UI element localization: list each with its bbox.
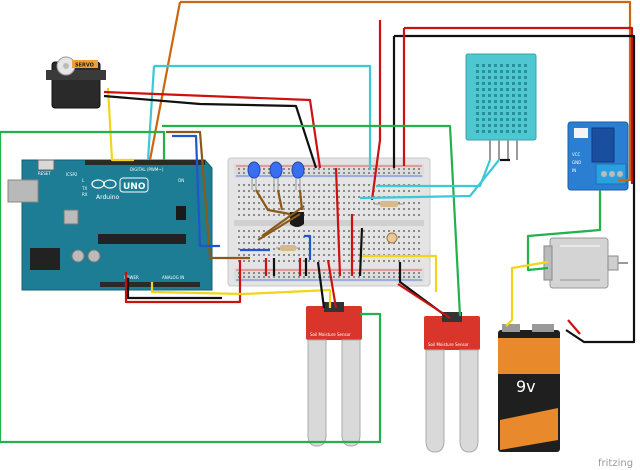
battery-label: 9v	[516, 377, 536, 396]
soil-sensor-2: Soil Moisture Sensor	[424, 312, 480, 453]
relay-module: VCC GND IN	[567, 121, 629, 191]
dc-motor	[543, 237, 628, 289]
soil-sensor-1-label: Soil Moisture Sensor	[310, 332, 351, 337]
icsp-label: ICSP2	[66, 172, 78, 177]
led-1	[247, 161, 261, 190]
arduino-uno: RESET ICSP2 DIGITAL (PWM~) L TX RX Ardui…	[7, 159, 213, 291]
reset-label: RESET	[38, 171, 51, 176]
transistor	[290, 212, 304, 227]
wires	[0, 0, 636, 444]
fritzing-watermark: fritzing	[598, 458, 633, 469]
rx-label: RX	[82, 192, 88, 197]
digital-label: DIGITAL (PWM~)	[130, 167, 164, 172]
led-3	[291, 161, 305, 190]
servo-label: SERVO	[75, 63, 94, 69]
relay-in-label: IN	[572, 168, 576, 173]
battery-9v: 9v	[498, 324, 560, 452]
arduino-model: UNO	[123, 182, 146, 192]
soil-sensor-2-label: Soil Moisture Sensor	[428, 342, 469, 347]
resistor-1	[374, 201, 404, 207]
relay-vcc-label: VCC	[572, 152, 581, 157]
l-label: L	[82, 178, 85, 183]
power-label: POWER	[124, 275, 139, 280]
arduino-logo-icon	[91, 179, 117, 189]
led-2	[269, 161, 283, 190]
servo-motor: SERVO	[46, 56, 106, 109]
relay-gnd-label: GND	[572, 160, 581, 165]
on-label: ON	[178, 178, 184, 183]
soil-sensor-1: Soil Moisture Sensor	[306, 302, 362, 447]
arduino-brand: Arduino	[96, 194, 120, 201]
photoresistor	[386, 232, 398, 244]
analog-label: ANALOG IN	[162, 275, 184, 280]
dht-sensor	[465, 53, 537, 160]
tx-label: TX	[81, 186, 87, 191]
resistor-2	[276, 245, 300, 251]
